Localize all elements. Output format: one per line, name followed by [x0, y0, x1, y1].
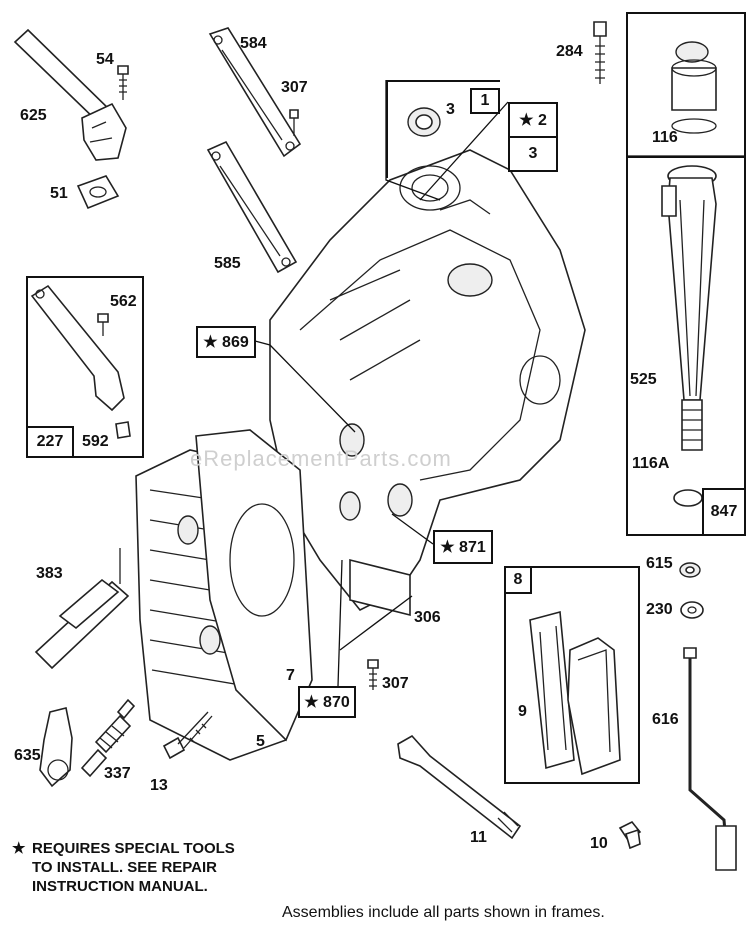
label-307-top: 307 [281, 79, 308, 96]
spark-plug-boot-635-drawing [39, 707, 73, 788]
label-51: 51 [50, 185, 68, 202]
star-symbol: ★ [12, 840, 26, 857]
breather-tube-drawing [13, 28, 127, 161]
note-line-1: REQUIRES SPECIAL TOOLS [32, 840, 235, 857]
screw-307-bottom-drawing [367, 659, 379, 690]
spark-plug-337-drawing [80, 698, 136, 778]
label-585: 585 [214, 255, 241, 272]
label-525: 525 [630, 371, 657, 388]
label-306: 306 [414, 609, 441, 626]
frame-assembly-523 [626, 12, 746, 158]
label-635: 635 [14, 747, 41, 764]
boxed-label-1: 1 [470, 88, 500, 114]
frame-crankcase-assembly-1 [386, 80, 500, 178]
boxed-label-869: ★ 869 [196, 326, 256, 358]
label-616: 616 [652, 711, 679, 728]
cap-523-drawing [671, 41, 717, 134]
boxed-label-8: 8 [504, 566, 532, 594]
boxed-label-847: 847 [702, 488, 746, 536]
plug-10-drawing [618, 820, 642, 850]
bolt-13-drawing [162, 711, 213, 760]
dipstick-tube-525-drawing [661, 165, 717, 507]
dipstick-616-drawing [683, 647, 737, 871]
label-7: 7 [286, 667, 295, 684]
stud-284-drawing [593, 21, 607, 84]
screw-54-drawing [117, 65, 129, 100]
boxed-label-871: ★ 871 [433, 530, 493, 564]
label-10: 10 [590, 835, 608, 852]
frame-assembly-227 [26, 276, 144, 458]
boxed-label-2: ★ 2 [508, 102, 558, 138]
note-line-2: TO INSTALL. SEE REPAIR [32, 858, 218, 876]
boxed-label-227: 227 [26, 426, 74, 458]
label-5: 5 [256, 733, 265, 750]
boxed-label-3: 3 [508, 136, 558, 172]
bracket-227-drawing [30, 284, 131, 439]
assemblies-caption: Assemblies include all parts shown in fr… [282, 904, 605, 921]
gasket-51-drawing [76, 175, 120, 210]
label-625: 625 [20, 107, 47, 124]
label-562: 562 [110, 293, 137, 310]
screw-307-top-drawing [289, 109, 299, 136]
label-9: 9 [518, 703, 527, 720]
cylinder-block-drawing [269, 149, 586, 617]
special-tools-note: ★ REQUIRES SPECIAL TOOLS TO INSTALL. SEE… [12, 840, 252, 896]
cover-assembly-8-drawing [529, 610, 621, 776]
label-592: 592 [82, 433, 109, 450]
boxed-label-870: ★ 870 [298, 686, 356, 718]
label-337: 337 [104, 765, 131, 782]
label-116: 116 [652, 129, 678, 146]
washer-230-drawing [680, 601, 704, 619]
frame-assembly-8 [504, 566, 640, 784]
label-11: 11 [470, 829, 487, 846]
label-3-bearing: 3 [446, 101, 455, 118]
gasket-584-drawing [208, 27, 302, 158]
label-116a: 116A [632, 455, 670, 472]
bearing-3-drawing [407, 107, 441, 137]
watermark: eReplacementParts.com [190, 446, 452, 471]
label-284: 284 [556, 43, 583, 60]
bracket-383-drawing [34, 548, 130, 670]
label-230: 230 [646, 601, 673, 618]
label-383: 383 [36, 565, 63, 582]
gasket-585-drawing [206, 140, 298, 274]
label-615: 615 [646, 555, 673, 572]
frame-assembly-847 [626, 156, 746, 536]
note-line-3: INSTRUCTION MANUAL. [32, 877, 208, 895]
tube-11-drawing [397, 734, 522, 840]
nut-615-drawing [679, 562, 701, 578]
label-307-bottom: 307 [382, 675, 409, 692]
label-13: 13 [150, 777, 168, 794]
label-584: 584 [240, 35, 267, 52]
label-54: 54 [96, 51, 114, 68]
